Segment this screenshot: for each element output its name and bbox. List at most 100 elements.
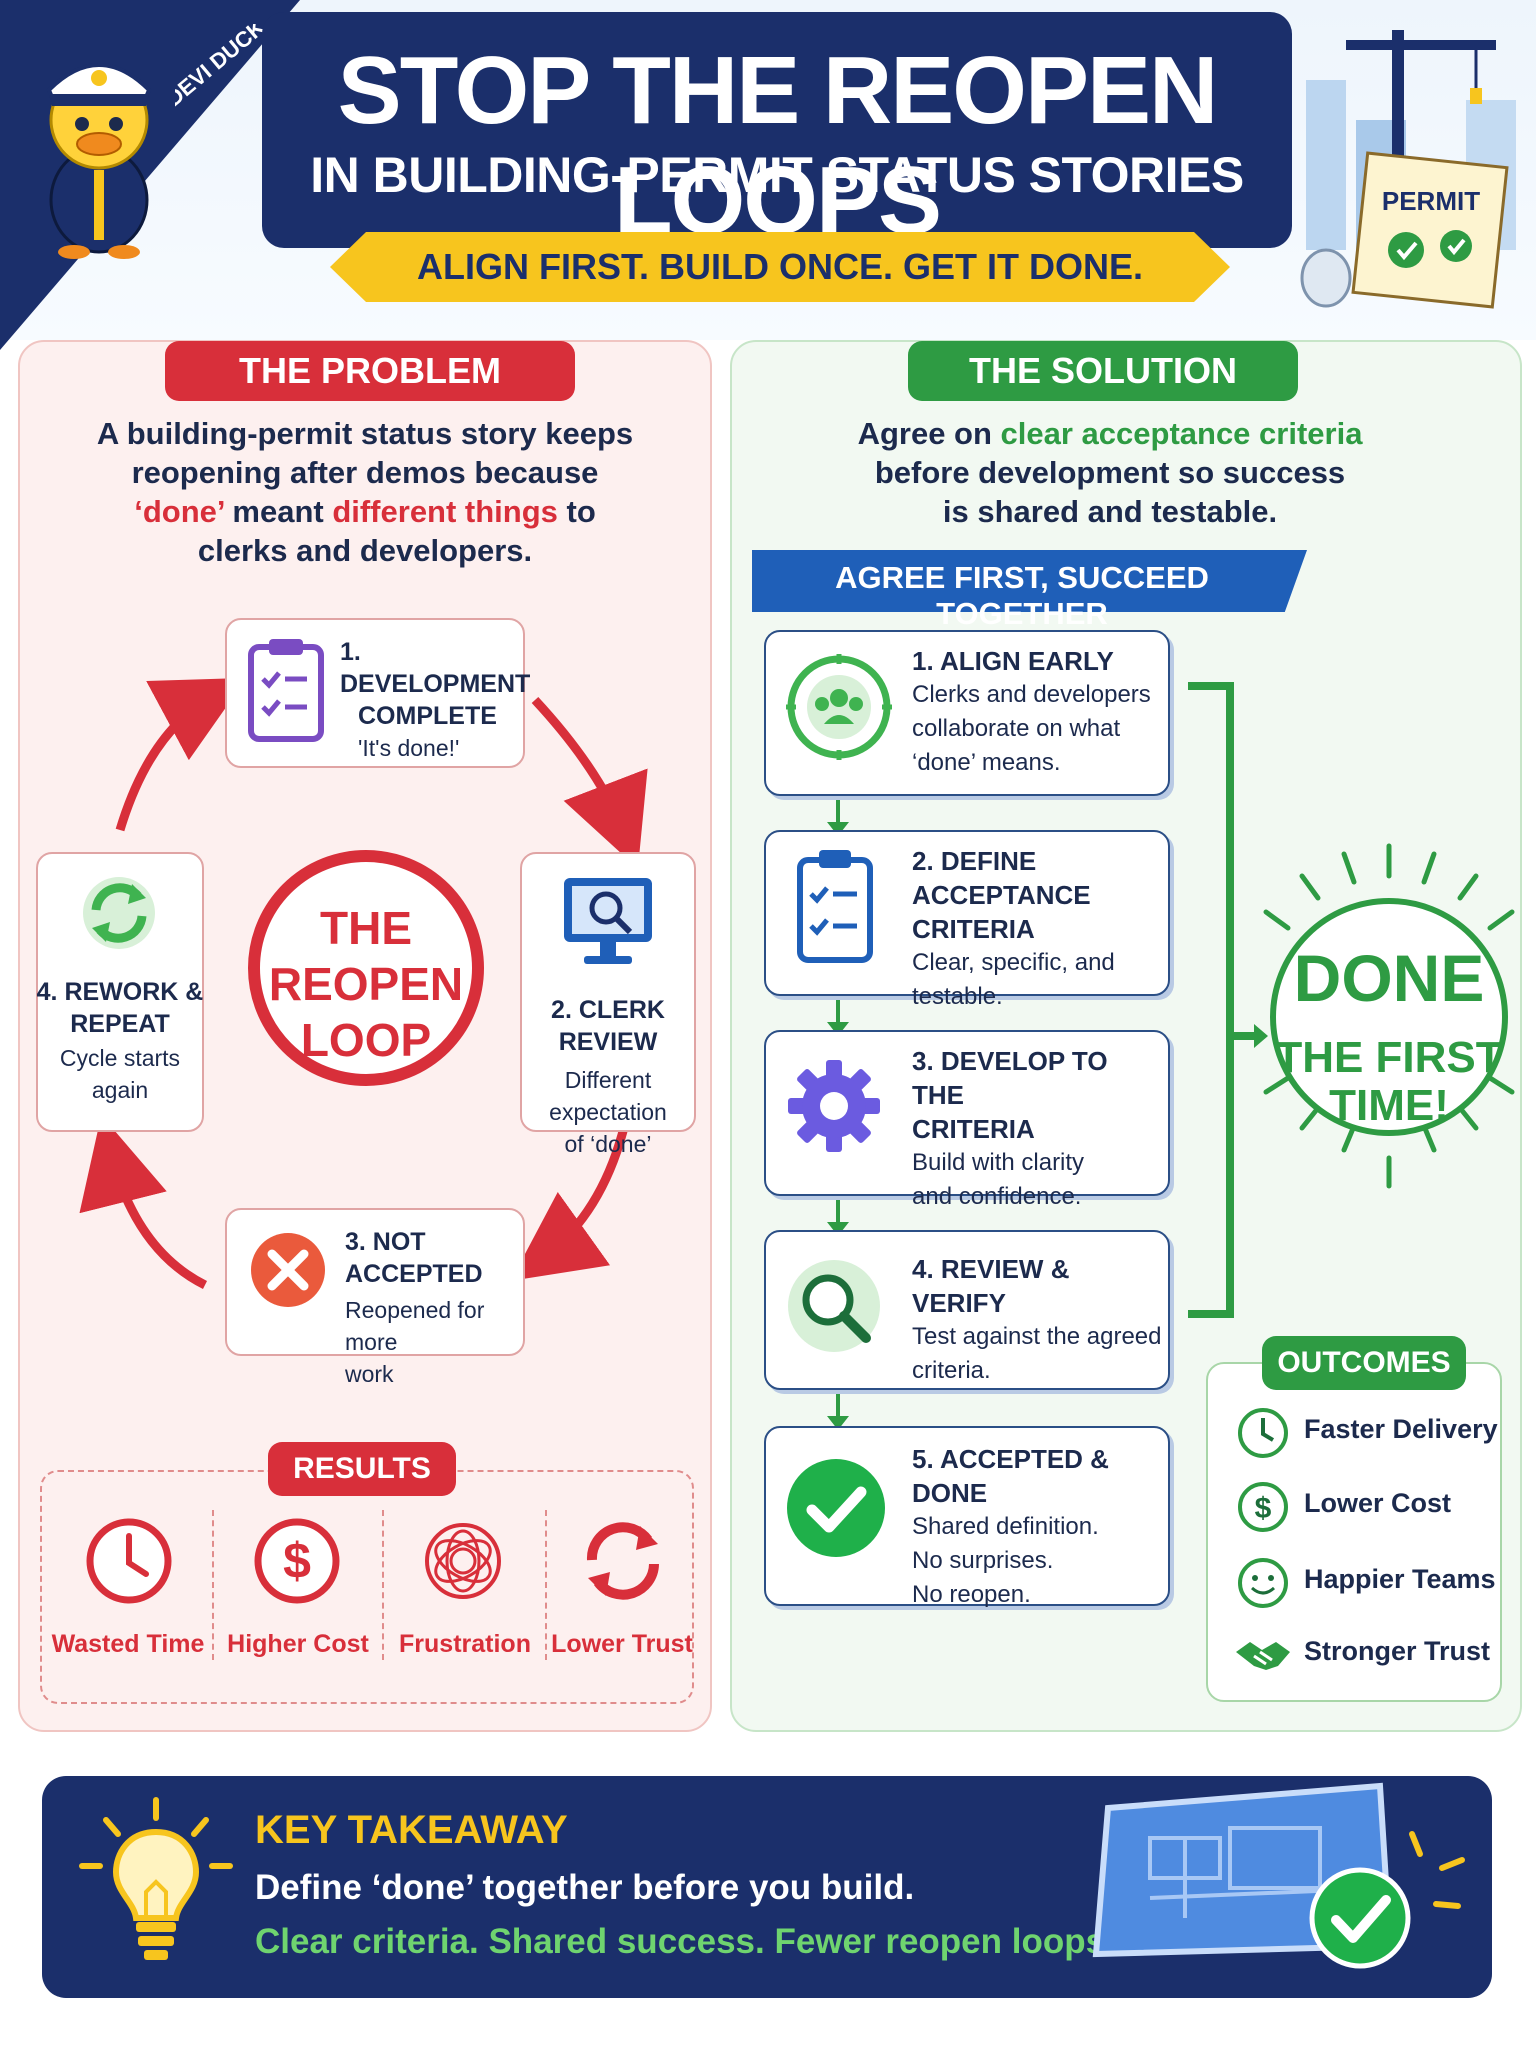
outcome-happier-teams: Happier Teams <box>1304 1564 1496 1594</box>
problem-intro: A building-permit status story keeps reo… <box>40 414 690 570</box>
loop-step-4-title-a: 4. REWORK & <box>36 978 204 1006</box>
result-wasted-time: Wasted Time <box>51 1630 205 1658</box>
different-things: different things <box>332 494 558 529</box>
x-circle-icon <box>251 1233 325 1307</box>
solution-step-3-title-b: CRITERIA <box>912 1114 1035 1144</box>
tangle-frustration-icon <box>425 1523 501 1599</box>
solution-step-3-desc-a: Build with clarity <box>912 1149 1085 1176</box>
loop-step-3-title: 3. NOT ACCEPTED <box>345 1228 483 1288</box>
check-circle-icon <box>787 1459 885 1557</box>
key-takeaway-line1: Define ‘done’ together before you build. <box>255 1868 915 1907</box>
loop-step-2-desc-a: Different expectation <box>549 1067 667 1125</box>
intro-agree: Agree on <box>857 416 1001 451</box>
solution-step-2-title-b: CRITERIA <box>912 914 1035 944</box>
permit-label: PERMIT <box>1382 186 1480 216</box>
loop-step-4-text: 4. REWORK & REPEAT Cycle starts again <box>36 976 204 1106</box>
refresh-cycle-icon <box>83 877 155 949</box>
solution-intro-line2: before development so success <box>874 455 1346 490</box>
header-corner <box>0 0 300 350</box>
solution-step-5-desc-b: No surprises. <box>912 1547 1054 1574</box>
magnifier-icon <box>788 1260 880 1352</box>
result-frustration: Frustration <box>399 1630 531 1658</box>
loop-step-4-title-b: REPEAT <box>70 1010 170 1038</box>
result-higher-cost: Higher Cost <box>227 1630 369 1658</box>
solution-step-3-desc-b: and confidence. <box>912 1183 1082 1210</box>
solution-intro-line3: is shared and testable. <box>942 494 1278 529</box>
problem-intro-line4: clerks and developers. <box>197 533 533 568</box>
done-word: ‘done’ <box>134 494 224 529</box>
duck-mascot-icon <box>46 63 152 259</box>
clock-icon <box>1238 1408 1288 1458</box>
solution-step-4-desc-b: criteria. <box>912 1357 991 1384</box>
blueprint-check-icon <box>1092 1782 1465 1969</box>
steps-bracket <box>1188 682 1268 1318</box>
outcome-stronger-trust: Stronger Trust <box>1304 1636 1491 1666</box>
reopen-word-3: LOOP <box>300 1014 432 1066</box>
tagline-text: ALIGN FIRST. BUILD ONCE. GET IT DONE. <box>416 246 1143 287</box>
results-divider <box>212 1510 214 1660</box>
loop-step-1-text: 1. DEVELOPMENT COMPLETE 'It's done!' <box>340 636 530 764</box>
solution-step-2-title-a: 2. DEFINE ACCEPTANCE <box>912 846 1091 910</box>
step-connector <box>836 796 840 826</box>
step-connector <box>836 1390 840 1420</box>
solution-step-3-title-a: 3. DEVELOP TO THE <box>912 1046 1108 1110</box>
smiley-icon <box>1238 1558 1288 1608</box>
construction-scene-icon: PERMIT <box>1300 30 1516 309</box>
solution-step-5-desc-a: Shared definition. <box>912 1513 1099 1540</box>
monitor-magnifier-icon <box>564 878 652 964</box>
step-connector <box>836 1196 840 1226</box>
first-time-label: THE FIRST TIME! <box>1270 1034 1508 1130</box>
agree-first-banner <box>752 550 1307 612</box>
problem-intro-line2: reopening after demos because <box>131 455 599 490</box>
solution-step-accepted-done <box>764 1426 1170 1606</box>
loop-step-2-title: 2. CLERK REVIEW <box>551 996 665 1056</box>
page-title: STOP THE REOPEN LOOPS <box>337 37 1219 254</box>
solution-step-4-title: 4. REVIEW & VERIFY <box>912 1254 1070 1318</box>
loop-step-3-text: 3. NOT ACCEPTED Reopened for more work <box>345 1226 520 1390</box>
solution-intro-line1: Agree on clear acceptance criteria <box>760 414 1460 453</box>
results-divider <box>382 1510 384 1660</box>
dollar-icon: $ <box>1238 1482 1288 1532</box>
checklist-clipboard-icon <box>797 850 873 963</box>
first-time-line2: TIME! <box>1329 1081 1449 1130</box>
results-divider <box>545 1510 547 1660</box>
solution-step-2-desc-a: Clear, specific, and <box>912 949 1115 976</box>
done-first-time-ring <box>1270 898 1508 1136</box>
dollar-icon: $ <box>254 1518 340 1604</box>
solution-step-5-title: 5. ACCEPTED & DONE <box>912 1444 1109 1508</box>
loop-step-1-desc: 'It's done!' <box>358 735 460 761</box>
clipboard-icon <box>248 639 324 742</box>
loop-step-3-desc-b: work <box>345 1361 394 1387</box>
solution-step-5-desc-c: No reopen. <box>912 1581 1031 1608</box>
solution-step-5-text: 5. ACCEPTED & DONE Shared definition. No… <box>912 1442 1162 1612</box>
mascot-badge: DEVI DUCK <box>175 24 270 111</box>
problem-intro-line3: ‘done’ meant different things to <box>40 492 690 531</box>
reopen-word-2: REOPEN <box>268 958 464 1010</box>
first-time-line1: THE FIRST <box>1275 1033 1503 1082</box>
loop-step-1-title-b: COMPLETE <box>358 702 497 730</box>
team-target-icon <box>786 654 892 760</box>
svg-text:$: $ <box>283 1533 311 1589</box>
outcomes-heading: OUTCOMES <box>1262 1336 1466 1390</box>
done-label: DONE <box>1293 941 1485 1015</box>
solution-step-4-text: 4. REVIEW & VERIFY Test against the agre… <box>912 1252 1162 1388</box>
step-connector <box>836 996 840 1026</box>
solution-step-3-text: 3. DEVELOP TO THE CRITERIA Build with cl… <box>912 1044 1162 1214</box>
svg-text:$: $ <box>1255 1492 1272 1525</box>
loop-step-4-desc-b: again <box>91 1077 149 1103</box>
solution-step-2-desc-b: testable. <box>912 983 1003 1010</box>
outcome-lower-cost: Lower Cost <box>1304 1488 1452 1518</box>
result-lower-trust: Lower Trust <box>551 1630 693 1658</box>
reopen-word-1: THE <box>320 902 412 954</box>
intro-meant: meant <box>223 494 333 529</box>
key-takeaway-heading: KEY TAKEAWAY <box>255 1808 568 1852</box>
broken-cycle-icon <box>586 1522 659 1600</box>
loop-step-3-desc-a: Reopened for more <box>345 1297 485 1355</box>
loop-step-2-desc-b: of ‘done’ <box>564 1131 652 1157</box>
outcome-faster-delivery: Faster Delivery <box>1304 1414 1498 1444</box>
problem-heading: THE PROBLEM <box>165 341 575 401</box>
badge-text: DEVI DUCK <box>175 24 270 111</box>
solution-step-1-desc-a: Clerks and developers <box>912 681 1151 708</box>
reopen-loop-label: THE REOPEN LOOP <box>248 900 484 1068</box>
solution-step-2-text: 2. DEFINE ACCEPTANCE CRITERIA Clear, spe… <box>912 844 1162 1014</box>
